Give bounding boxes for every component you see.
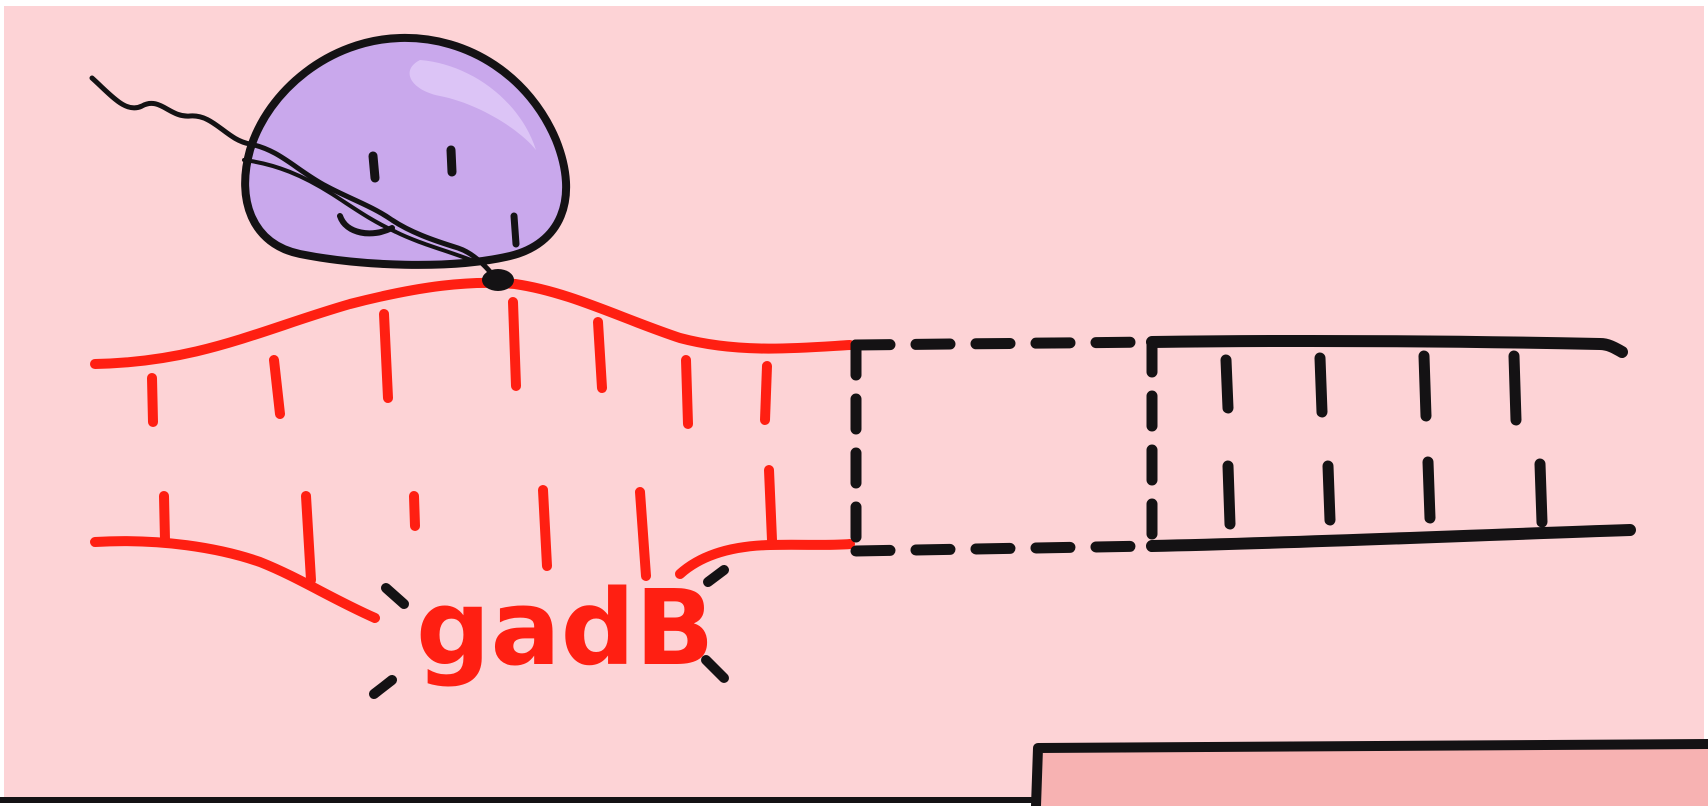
dashed-dna-region bbox=[850, 336, 1158, 557]
dna-contact-point bbox=[482, 269, 514, 291]
lower-base-red bbox=[159, 491, 170, 545]
tether-squiggle bbox=[89, 75, 495, 277]
lower-base-red bbox=[764, 465, 777, 545]
gadb-label: gadB bbox=[416, 567, 714, 689]
ladder-rung-top bbox=[1220, 354, 1234, 414]
emphasis-mark bbox=[703, 565, 729, 587]
emphasis-mark bbox=[381, 583, 409, 609]
ladder-bottom-strand bbox=[1146, 524, 1636, 552]
upper-base-red bbox=[593, 317, 607, 393]
dashed-upper-strand bbox=[850, 336, 1158, 351]
protein-foot bbox=[510, 212, 520, 248]
upper-base-red bbox=[681, 355, 693, 429]
ladder-top-strand bbox=[1146, 334, 1628, 358]
emphasis-mark bbox=[701, 655, 729, 683]
purple-protein-blob bbox=[89, 33, 571, 291]
ladder-rung-top bbox=[1314, 352, 1328, 418]
ladder-rung-bottom bbox=[1322, 460, 1336, 526]
upper-strand-red bbox=[90, 277, 855, 369]
upper-base-red bbox=[269, 355, 285, 419]
protein-eye-right bbox=[446, 145, 457, 177]
ladder-rung-top bbox=[1418, 350, 1432, 422]
lower-base-red bbox=[635, 487, 651, 581]
lower-strand-red-left bbox=[90, 536, 380, 623]
upper-base-red bbox=[147, 373, 158, 427]
ladder-rung-bottom bbox=[1534, 458, 1548, 528]
lower-strand-red-right bbox=[675, 539, 855, 579]
corner-block bbox=[1031, 739, 1708, 806]
lower-base-red bbox=[301, 491, 316, 585]
protein-eye-left bbox=[368, 151, 380, 183]
ladder-rung-bottom bbox=[1422, 456, 1436, 524]
lower-base-red bbox=[409, 491, 420, 531]
corner-block-outline bbox=[1031, 739, 1708, 806]
gadb-label-group: gadB bbox=[369, 565, 729, 699]
lower-base-red bbox=[538, 485, 552, 571]
dna-ladder bbox=[1146, 334, 1636, 552]
dashed-lower-strand bbox=[850, 540, 1158, 557]
protein-blob-highlight bbox=[409, 60, 536, 150]
upper-base-red bbox=[760, 361, 772, 425]
upper-base-red bbox=[379, 309, 393, 403]
open-dna-region bbox=[90, 277, 855, 623]
protein-smile bbox=[337, 213, 395, 237]
emphasis-mark bbox=[369, 675, 397, 699]
upper-base-red bbox=[508, 297, 521, 391]
ladder-rung-top bbox=[1508, 350, 1522, 426]
corner-block-fill bbox=[1036, 748, 1708, 806]
tether-squiggle-secondary bbox=[242, 158, 478, 264]
ladder-rung-bottom bbox=[1222, 460, 1236, 530]
